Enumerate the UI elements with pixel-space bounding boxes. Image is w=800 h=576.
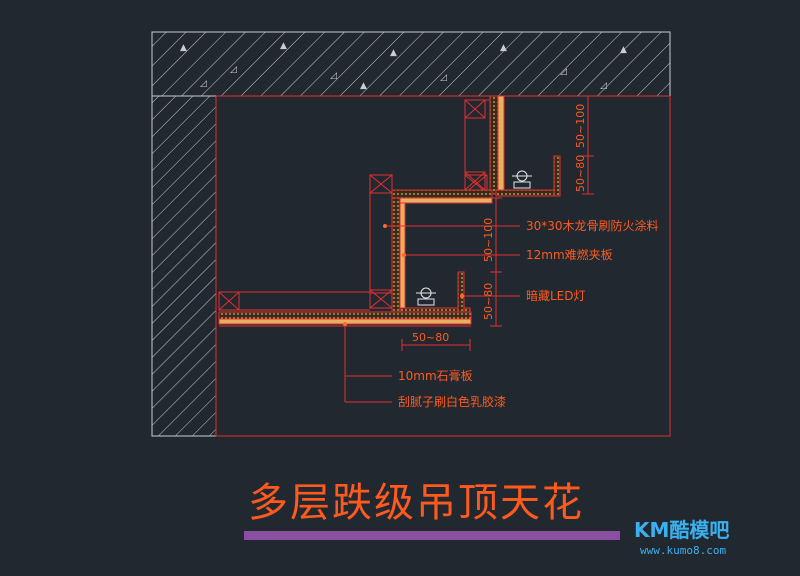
svg-text:▲: ▲ [180, 43, 187, 53]
side-wall [151, 95, 217, 437]
svg-text:▲: ▲ [390, 48, 397, 58]
svg-text:▲: ▲ [620, 45, 627, 55]
leader-lines [344, 225, 520, 403]
dim-horizontal: 50~80 [412, 331, 449, 344]
room-outline [215, 96, 671, 437]
annotation-paint: 刮腻子刷白色乳胶漆 [398, 394, 506, 409]
brand-logo: KM酷模吧 www.kumo8.com [634, 514, 744, 564]
upper-led-light [512, 170, 532, 189]
annotation-board: 12mm难燃夹板 [526, 247, 613, 262]
dim-mid-led: 50~80 [482, 283, 495, 320]
svg-text:◿: ◿ [200, 79, 207, 89]
concrete-slab: ▲ ◿ ▲ ◿ ▲ ◿ ▲ ◿ ▲ ◿ ▲ ◿ [151, 31, 671, 97]
logo-url: www.kumo8.com [640, 544, 727, 557]
leader-dots [343, 224, 464, 326]
annotation-keel: 30*30木龙骨刷防火涂料 [526, 218, 659, 233]
page-title: 多层跌级吊顶天花 [248, 480, 584, 526]
svg-text:◿: ◿ [330, 71, 337, 81]
svg-text:▲: ▲ [500, 43, 507, 53]
title-underline [244, 531, 620, 540]
middle-step [369, 174, 493, 315]
dim-top-step: 50~100 [574, 104, 587, 148]
dim-top-led: 50~80 [574, 155, 587, 192]
svg-text:▲: ▲ [360, 81, 367, 91]
logo-text: KM酷模吧 [634, 518, 730, 542]
annotation-led: 暗藏LED灯 [526, 288, 586, 303]
dim-mid-step: 50~100 [482, 218, 495, 262]
svg-text:◿: ◿ [600, 81, 607, 91]
annotation-gypsum: 10mm石膏板 [398, 368, 473, 383]
middle-led-light [416, 287, 436, 306]
svg-text:◿: ◿ [560, 67, 567, 77]
svg-text:▲: ▲ [280, 41, 287, 51]
svg-text:◿: ◿ [440, 73, 447, 83]
svg-text:◿: ◿ [230, 65, 237, 75]
dimension-lines [401, 95, 594, 351]
